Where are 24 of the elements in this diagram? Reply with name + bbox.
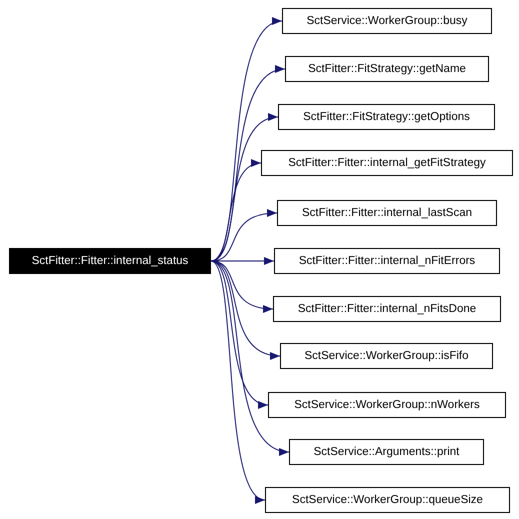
function-box — [280, 343, 493, 369]
function-name: SctFitter::Fitter::internal_status — [32, 255, 188, 267]
function-name: SctService::WorkerGroup::queueSize — [292, 494, 483, 506]
function-box — [277, 200, 497, 226]
function-box — [278, 104, 495, 130]
function-name: SctService::Arguments::print — [314, 446, 460, 458]
function-name: SctFitter::Fitter::internal_nFitsDone — [298, 303, 476, 315]
function-name: SctService::WorkerGroup::isFifo — [304, 350, 469, 362]
function-name: SctFitter::Fitter::internal_lastScan — [302, 207, 472, 219]
function-box — [285, 56, 489, 82]
function-box — [273, 296, 501, 322]
function-box — [289, 439, 484, 465]
function-name: SctFitter::FitStrategy::getName — [308, 63, 466, 75]
function-box — [265, 487, 510, 513]
function-name: SctService::WorkerGroup::busy — [306, 15, 468, 27]
function-name: SctService::WorkerGroup::nWorkers — [294, 399, 480, 411]
function-box — [261, 150, 513, 176]
function-box — [9, 248, 211, 274]
function-box — [268, 392, 506, 418]
function-box — [274, 248, 500, 274]
function-name: SctFitter::Fitter::internal_nFitErrors — [298, 255, 476, 267]
function-name: SctFitter::Fitter::internal_getFitStrategy — [288, 157, 486, 169]
function-box — [282, 8, 492, 34]
function-name: SctFitter::FitStrategy::getOptions — [303, 111, 470, 123]
